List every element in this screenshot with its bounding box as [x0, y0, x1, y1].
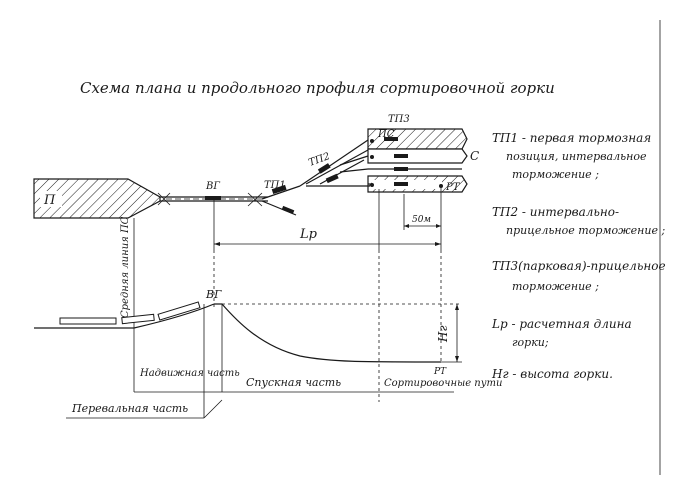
legend-hg-line1: Hг - высота горки. [491, 367, 613, 381]
zone-push-label: Надвижная часть [139, 368, 240, 379]
wagon-2 [121, 313, 155, 325]
park-label-bg [40, 191, 62, 207]
hg-dimension-arrows [455, 304, 459, 362]
tp3-retarder-1 [384, 137, 398, 141]
profile-rt-label: РТ [433, 367, 447, 377]
s-entry-track [339, 155, 369, 166]
tp1-retarder [271, 184, 287, 195]
fan-track-2 [305, 149, 369, 185]
legend-tp1-line3: торможение ; [512, 168, 599, 181]
wagon-1 [59, 317, 117, 325]
fan-track-1 [299, 139, 369, 187]
middle-line-label: Средняя линия ПС [120, 216, 131, 318]
profile-hump-top-label: ВГ [205, 288, 222, 301]
zone-descent-label: Спускная часть [246, 376, 341, 389]
switch-mark-2 [247, 192, 263, 207]
zone-crest-label: Перевальная часть [71, 402, 188, 415]
park-label: П [43, 193, 56, 208]
tp3-retarder-4 [394, 182, 408, 186]
s-label: С [470, 149, 479, 163]
wagon-3 [157, 301, 201, 321]
tp1-branch-track [261, 185, 301, 200]
sorting-track-s [367, 148, 468, 164]
legend-lp-line1: Lр - расчетная длина [491, 317, 632, 331]
legend-tp3-line1: ТП3(парковая)-прицельное [492, 259, 666, 273]
sorting-bundle-top [367, 128, 468, 150]
dist-label: 50м [412, 215, 431, 225]
zone-sorting-label: Сортировочные пути [384, 378, 502, 389]
crest-zone-link [203, 399, 223, 419]
legend-tp3-line2: торможение ; [512, 280, 599, 293]
legend-lp-line2: горки; [512, 336, 549, 349]
tp3-retarder-2 [394, 154, 408, 158]
descent-curve [214, 303, 442, 363]
ps-point-1 [370, 139, 374, 143]
tp3-label: ТП3 [388, 114, 410, 125]
push-slope [133, 303, 215, 329]
rt-label: РТ [445, 182, 461, 193]
lower-retarder [281, 205, 295, 215]
legend-tp2-line2: прицельное торможение ; [506, 224, 665, 237]
tp3-retarder-3 [394, 167, 408, 171]
tp1-label: ТП1 [264, 180, 286, 191]
hg-label: Hг [436, 325, 450, 343]
diagram-title: Схема плана и продольного профиля сортир… [80, 79, 555, 97]
legend-tp1-line2: позиция, интервальное [506, 150, 647, 163]
legend-tp2-line1: ТП2 - интервально- [492, 205, 619, 219]
ps-point-3 [370, 183, 374, 187]
plan-hump-top-label: ВГ [205, 181, 220, 192]
lp-label: Lр [299, 227, 318, 242]
tp2-retarder-a [317, 163, 331, 174]
mid-entry-track [339, 168, 369, 173]
ps-label: ПС [377, 129, 395, 140]
switch-mark-1 [157, 192, 171, 206]
ps-point-2 [370, 155, 374, 159]
hump-rail-block [205, 196, 221, 200]
legend-tp1-line1: ТП1 - первая тормозная [492, 131, 651, 145]
rt-point [439, 184, 443, 188]
